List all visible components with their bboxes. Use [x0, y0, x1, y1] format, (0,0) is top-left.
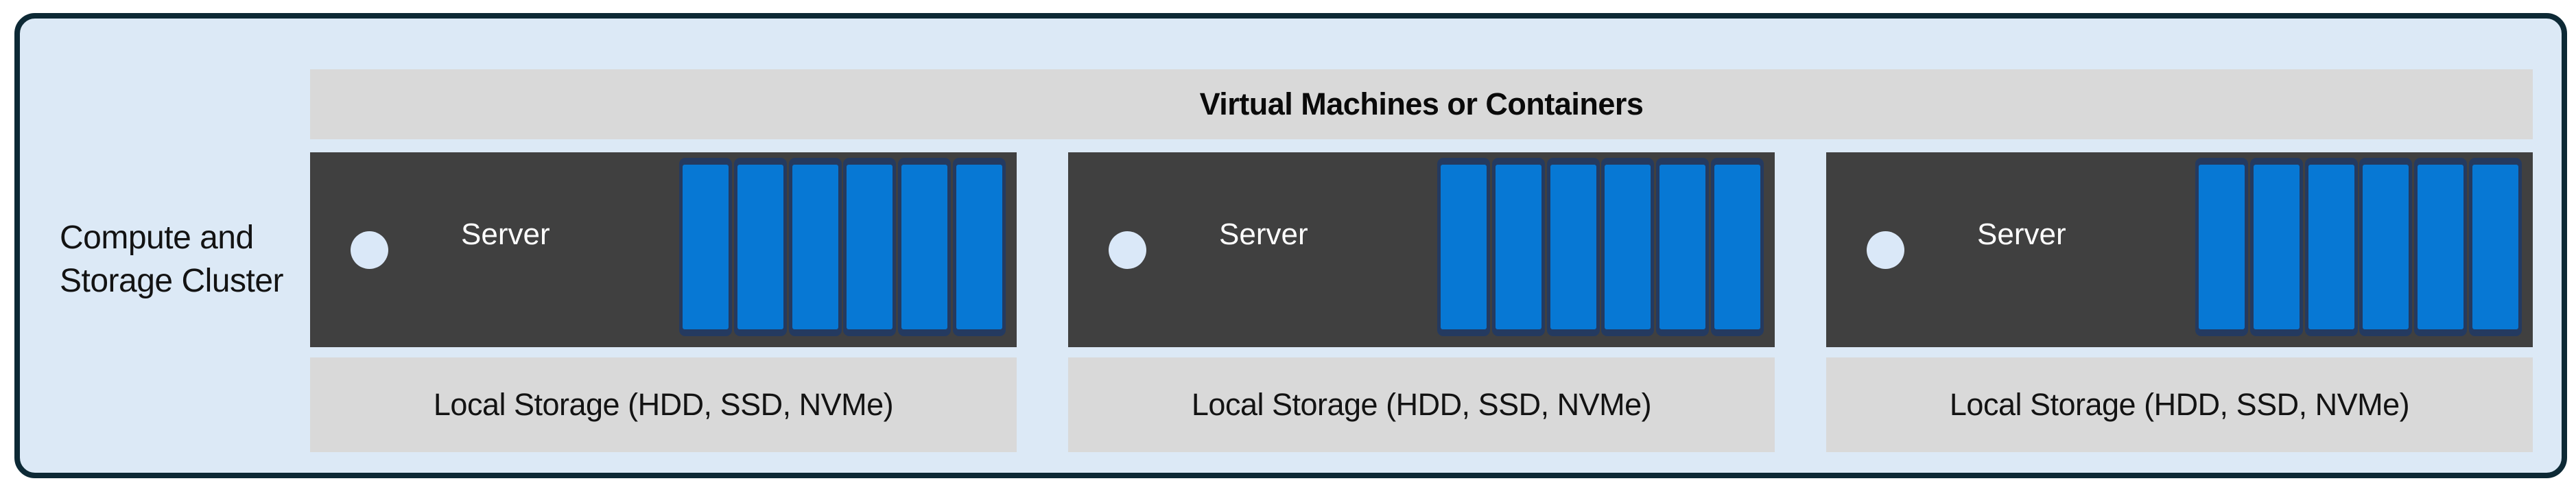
cluster-label-line1: Compute and [60, 220, 254, 256]
vm-header-band: Virtual Machines or Containers [310, 69, 2533, 139]
server-column-3: Server Local Storage (HDD, SSD, NVMe) [1826, 152, 2533, 452]
cluster-label-line2: Storage Cluster [60, 263, 284, 299]
local-storage-label: Local Storage (HDD, SSD, NVMe) [1191, 387, 1652, 422]
disk-drive [2359, 158, 2413, 336]
power-led-icon [351, 231, 388, 269]
disk-drive [1710, 158, 1764, 336]
server-chassis: Server [1068, 152, 1775, 347]
disk-drive [1491, 158, 1545, 336]
disk-drive [898, 158, 952, 336]
disk-drive [1656, 158, 1710, 336]
disk-array [1437, 158, 1764, 336]
power-led-icon [1867, 231, 1904, 269]
disk-drive [1437, 158, 1490, 336]
disk-drive [1601, 158, 1655, 336]
local-storage-label: Local Storage (HDD, SSD, NVMe) [433, 387, 894, 422]
disk-drive [2468, 158, 2522, 336]
disk-drive [843, 158, 897, 336]
disk-drive [733, 158, 787, 336]
disk-drive [679, 158, 732, 336]
local-storage-band: Local Storage (HDD, SSD, NVMe) [1826, 357, 2533, 452]
disk-drive [2304, 158, 2358, 336]
server-column-2: Server Local Storage (HDD, SSD, NVMe) [1068, 152, 1775, 452]
local-storage-band: Local Storage (HDD, SSD, NVMe) [310, 357, 1017, 452]
disk-array [679, 158, 1006, 336]
local-storage-band: Local Storage (HDD, SSD, NVMe) [1068, 357, 1775, 452]
compute-storage-cluster-frame: Compute and Storage Cluster Virtual Mach… [14, 13, 2567, 478]
local-storage-label: Local Storage (HDD, SSD, NVMe) [1949, 387, 2410, 422]
disk-drive [2414, 158, 2468, 336]
server-label: Server [1977, 217, 2066, 251]
disk-drive [2249, 158, 2303, 336]
server-chassis: Server [1826, 152, 2533, 347]
server-column-1: Server Local Storage (HDD, SSD, NVMe) [310, 152, 1017, 452]
disk-drive [788, 158, 842, 336]
disk-drive [1546, 158, 1600, 336]
server-chassis: Server [310, 152, 1017, 347]
disk-drive [952, 158, 1006, 336]
vm-header-label: Virtual Machines or Containers [1199, 86, 1644, 121]
disk-array [2195, 158, 2522, 336]
cluster-label: Compute and Storage Cluster [60, 216, 284, 303]
power-led-icon [1109, 231, 1146, 269]
server-label: Server [461, 217, 550, 251]
disk-drive [2195, 158, 2248, 336]
server-label: Server [1219, 217, 1308, 251]
